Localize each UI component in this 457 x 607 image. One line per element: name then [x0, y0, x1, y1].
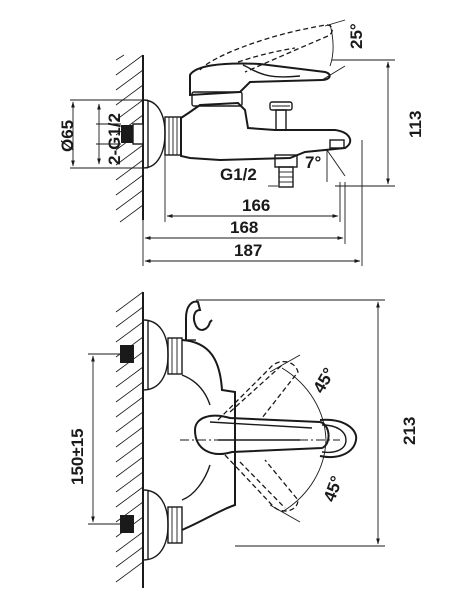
diameter-label: Ø65: [58, 120, 77, 152]
wall-hatching-lower: [115, 291, 144, 583]
side-view: 25° 113 Ø65 2-G1/2 G1/2 7° 166 168 187: [58, 19, 425, 266]
front-body: [181, 339, 236, 531]
lower-inlet-pipe: [120, 515, 134, 533]
spout-tip: [329, 139, 345, 149]
outlet-thread-label: G1/2: [220, 165, 257, 184]
mixer-body: [180, 101, 352, 162]
height-label-213: 213: [400, 417, 419, 445]
inlet-pipe: [121, 125, 135, 143]
front-lever: [193, 414, 330, 455]
front-view: 150±15 213 45° 45°: [68, 291, 419, 588]
lever-rotated-lower: [224, 454, 299, 512]
length-label-166: 166: [242, 196, 270, 215]
shower-holder: [185, 300, 213, 340]
spacing-label: 150±15: [68, 428, 87, 485]
upper-escutcheon: [142, 319, 169, 391]
angle-label-7: 7°: [305, 153, 321, 172]
lever-rotated-upper: [217, 361, 299, 421]
lever-handle: [189, 62, 331, 97]
upper-inlet-pipe: [120, 345, 134, 363]
angle-label-lower-45: 45°: [320, 473, 347, 504]
length-label-168: 168: [230, 218, 258, 237]
angle-label-25: 25°: [347, 23, 366, 49]
length-label-187: 187: [234, 241, 262, 260]
lower-nut: [167, 506, 183, 544]
angle-arc: [281, 367, 327, 513]
angle-label-upper-45: 45°: [309, 364, 338, 396]
height-label-113: 113: [406, 111, 425, 138]
upper-nut: [167, 337, 183, 375]
lever-raised-outline: [199, 24, 333, 73]
escutcheon: [142, 99, 166, 169]
inlet-fitting: [132, 123, 144, 145]
cartridge: [191, 91, 243, 107]
lower-escutcheon: [142, 489, 169, 561]
connection-label: 2-G1/2: [105, 113, 124, 165]
